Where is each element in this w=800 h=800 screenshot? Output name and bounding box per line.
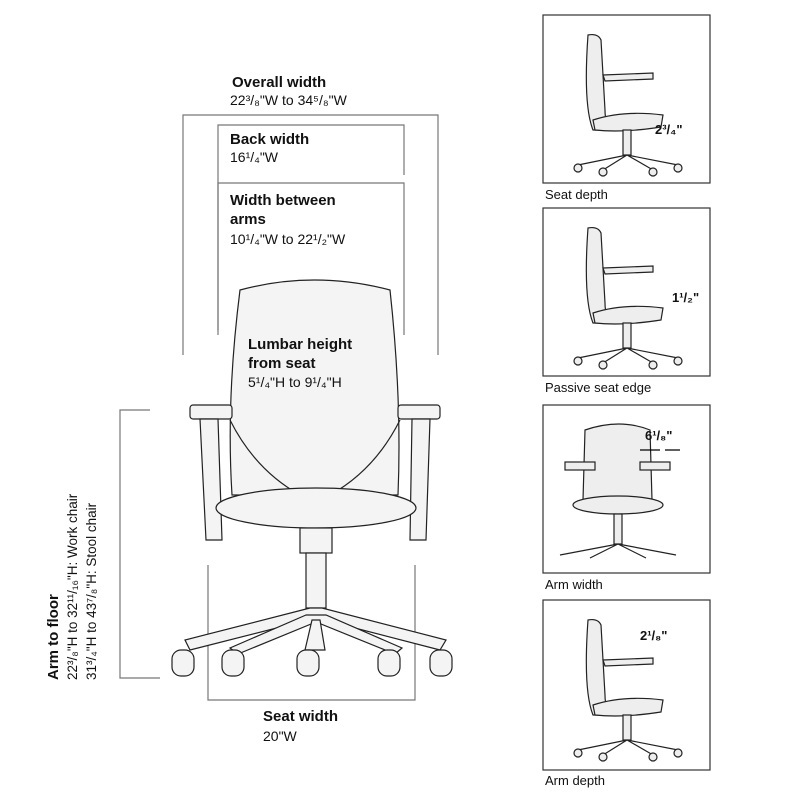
panel-caption-arm-depth: Arm depth — [545, 773, 605, 788]
arm-width-dimension: 6¹/₈" — [645, 428, 673, 443]
arms-width-bracket — [217, 182, 405, 335]
seat-width-value: 20"W — [263, 728, 297, 744]
arm-to-floor-bracket — [119, 409, 160, 679]
panel-caption-arm-width: Arm width — [545, 577, 603, 592]
overall-width-label: Overall width — [232, 74, 327, 91]
lumbar-value: 5¹/₄"H to 9¹/₄"H — [248, 374, 342, 390]
side-profile-chair — [573, 618, 683, 762]
side-profile-chair — [573, 226, 683, 370]
arm-to-floor-text: Arm to floor 22³/₈"H to 32¹¹/₁₆"H: Work … — [44, 410, 101, 680]
arm-width-front-chair — [559, 423, 680, 559]
arms-width-label-2: arms — [230, 211, 266, 228]
arms-width-label-1: Width between — [230, 192, 336, 209]
back-width-label: Back width — [230, 131, 310, 148]
lumbar-label-1: Lumbar height — [248, 336, 353, 353]
casters — [171, 649, 453, 677]
back-width-value: 16¹/₄"W — [230, 149, 279, 165]
seat-width-label: Seat width — [263, 708, 339, 725]
side-profile-chair — [573, 33, 683, 177]
panel-caption-seat-depth: Seat depth — [545, 187, 608, 202]
arm-depth-dimension: 2¹/₈" — [640, 628, 668, 643]
panel-frames — [542, 14, 711, 771]
arm-to-floor-label: Arm to floor — [45, 594, 62, 680]
lumbar-label-2: from seat — [248, 355, 316, 372]
main-chair — [171, 279, 453, 677]
overall-width-value: 22³/₈"W to 34⁵/₈"W — [230, 92, 347, 108]
overall-width-bracket — [182, 114, 439, 355]
arms-width-value: 10¹/₄"W to 22¹/₂"W — [230, 231, 346, 247]
seat-depth-dimension: 2³/₄" — [655, 122, 683, 137]
panel-caption-passive-seat-edge: Passive seat edge — [545, 380, 652, 395]
work-chair-range: 22³/₈"H to 32¹¹/₁₆"H: Work chair — [65, 493, 80, 680]
stool-chair-range: 31³/₄"H to 43⁷/₈"H: Stool chair — [84, 502, 99, 680]
passive-edge-dimension: 1¹/₂" — [672, 290, 700, 305]
